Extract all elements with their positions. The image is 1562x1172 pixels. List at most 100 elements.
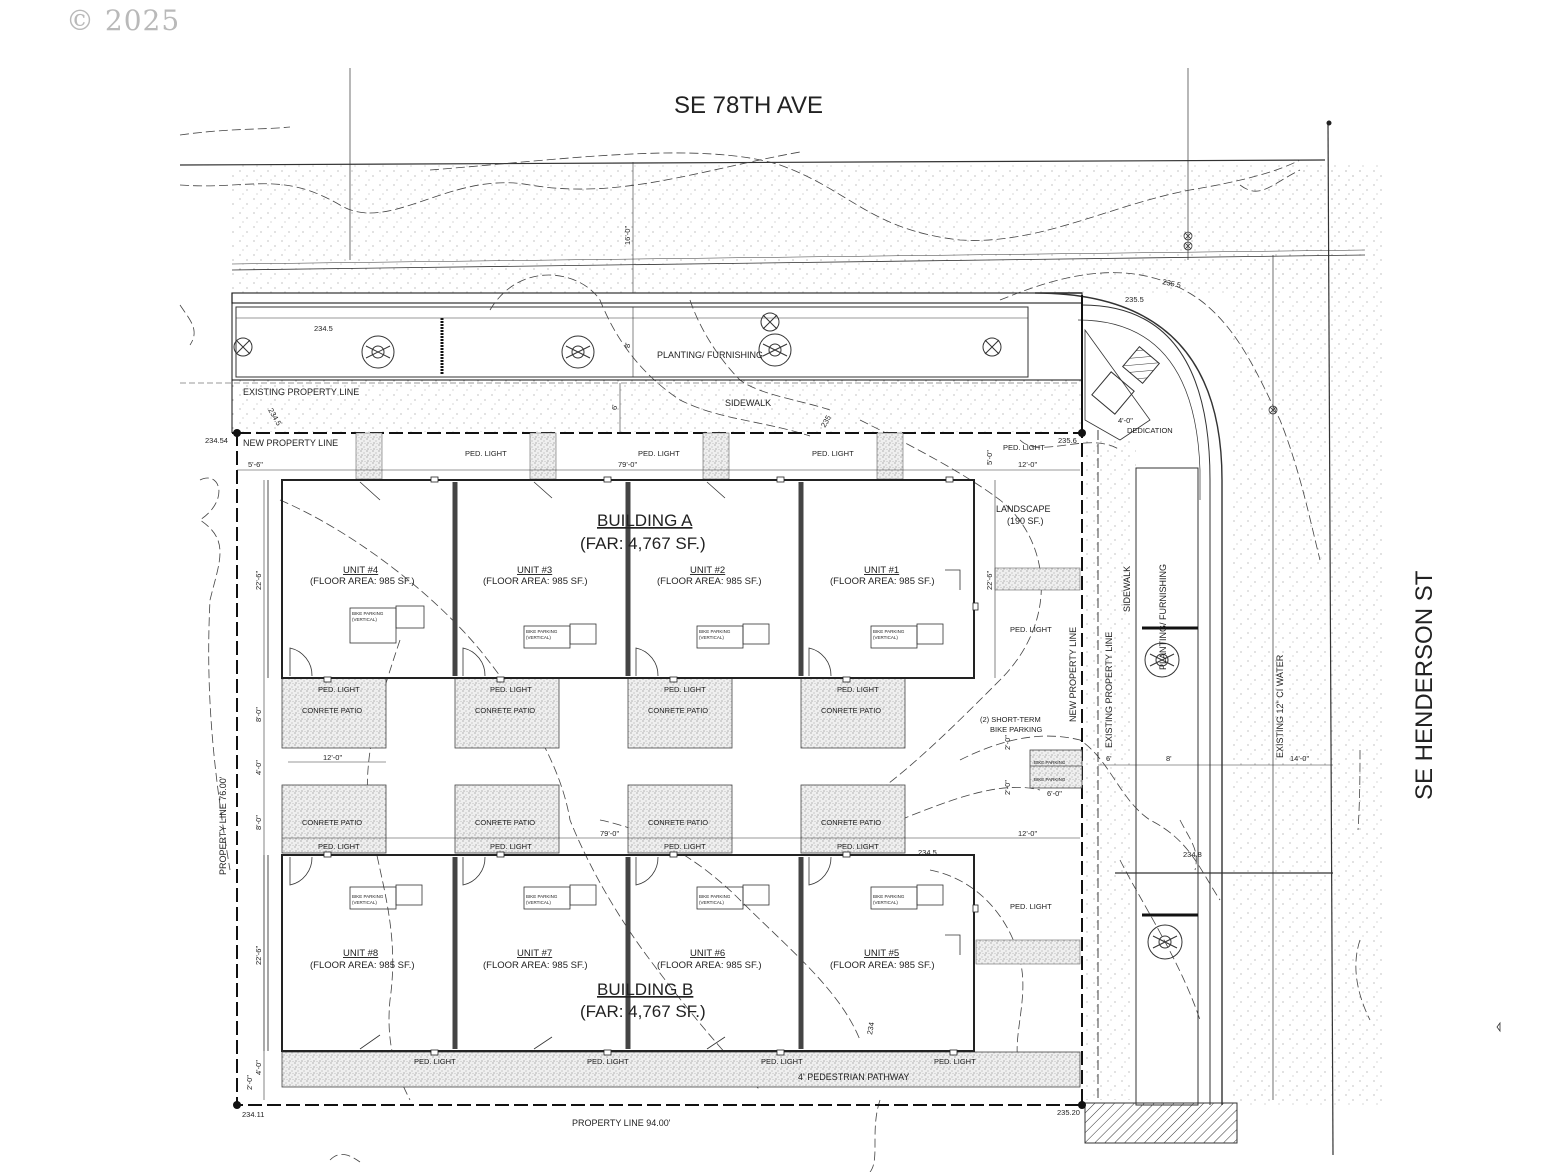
street-label-north: SE 78TH AVE	[674, 92, 823, 119]
svg-text:8': 8'	[623, 342, 632, 348]
svg-text:PED. LIGHT: PED. LIGHT	[318, 685, 360, 694]
svg-text:12'-0": 12'-0"	[1018, 829, 1037, 838]
short-term-bike-parking-area	[1029, 749, 1083, 789]
svg-text:2'-0": 2'-0"	[1003, 735, 1012, 750]
hatched-driveway-east	[1084, 1102, 1238, 1144]
svg-text:CONRETE PATIO: CONRETE PATIO	[648, 818, 708, 827]
svg-text:(VERTICAL): (VERTICAL)	[873, 635, 898, 640]
bike-parking-labels: BIKE PARKING(VERTICAL) BIKE PARKING(VERT…	[352, 611, 1066, 905]
row-stipple-north-sidewalk	[232, 380, 1082, 432]
row-stipple-north	[232, 165, 1362, 293]
svg-text:2'-0": 2'-0"	[1003, 780, 1012, 795]
new-property-line-north: NEW PROPERTY LINE	[243, 438, 338, 448]
building-a-far: (FAR: 4,767 SF.)	[580, 534, 706, 553]
svg-text:PED. LIGHT: PED. LIGHT	[812, 449, 854, 458]
svg-text:(VERTICAL): (VERTICAL)	[699, 635, 724, 640]
unit-name: UNIT #6	[690, 948, 725, 959]
unit-fixtures	[289, 481, 961, 1050]
ped-light-icons	[323, 476, 979, 1056]
svg-text:(VERTICAL): (VERTICAL)	[526, 900, 551, 905]
east-planting-strip	[1034, 292, 1223, 1106]
svg-text:234.8: 234.8	[1183, 850, 1202, 859]
svg-text:PED. LIGHT: PED. LIGHT	[490, 685, 532, 694]
svg-text:PED. LIGHT: PED. LIGHT	[664, 842, 706, 851]
svg-text:234.5: 234.5	[918, 848, 937, 857]
svg-text:234.11: 234.11	[242, 1110, 264, 1119]
svg-text:5'-6": 5'-6"	[248, 460, 263, 469]
svg-text:PED. LIGHT: PED. LIGHT	[761, 1057, 803, 1066]
svg-text:BIKE PARKING: BIKE PARKING	[526, 894, 558, 899]
unit-name: UNIT #2	[690, 565, 725, 576]
tree-icon	[561, 335, 595, 369]
street-label-east: SE HENDERSON ST	[1411, 570, 1438, 800]
unit-name: UNIT #1	[864, 565, 899, 576]
svg-text:PED. LIGHT: PED. LIGHT	[1010, 625, 1052, 634]
svg-text:22'-6": 22'-6"	[985, 571, 994, 590]
corner-feature	[1084, 328, 1161, 441]
tree-icon	[233, 337, 253, 357]
dedication-dim: 4'-0"	[1118, 416, 1133, 425]
svg-text:PED. LIGHT: PED. LIGHT	[1010, 902, 1052, 911]
unit-name: UNIT #3	[517, 565, 552, 576]
svg-text:4'-0": 4'-0"	[254, 760, 263, 775]
svg-text:234.5: 234.5	[314, 324, 333, 333]
svg-text:BIKE PARKING: BIKE PARKING	[526, 629, 558, 634]
unit-name: UNIT #8	[343, 948, 378, 959]
svg-text:12'-0": 12'-0"	[1018, 460, 1037, 469]
street-lines	[179, 68, 1366, 1156]
svg-text:CONRETE PATIO: CONRETE PATIO	[302, 706, 362, 715]
svg-text:(VERTICAL): (VERTICAL)	[352, 617, 377, 622]
unit-area: (FLOOR AREA: 985 SF.)	[830, 576, 935, 587]
short-term-bike-label-1: (2) SHORT-TERM	[980, 715, 1041, 724]
svg-text:(VERTICAL): (VERTICAL)	[699, 900, 724, 905]
dimension-labels: 16'-0" 8' 6' 5'-6" 79'-0" 12'-0" 5'-0" 2…	[245, 226, 1309, 1090]
planting-label-north: PLANTING/ FURNISHING	[657, 350, 763, 360]
existing-property-line-north: EXISTING PROPERTY LINE	[243, 387, 359, 397]
svg-text:22'-6": 22'-6"	[254, 946, 263, 965]
svg-text:(VERTICAL): (VERTICAL)	[352, 900, 377, 905]
property-line-west: PROPERTY LINE 76.00'	[218, 776, 228, 875]
svg-text:22'-6": 22'-6"	[254, 571, 263, 590]
tree-icon	[1144, 642, 1180, 678]
svg-text:14'-0": 14'-0"	[1290, 754, 1309, 763]
ped-light-labels: PED. LIGHT PED. LIGHT PED. LIGHT PED. LI…	[318, 443, 1052, 1066]
unit-labels: UNIT #4 (FLOOR AREA: 985 SF.) UNIT #3 (F…	[310, 565, 935, 971]
svg-text:PED. LIGHT: PED. LIGHT	[465, 449, 507, 458]
short-term-bike-label-2: BIKE PARKING	[990, 725, 1043, 734]
svg-text:BIKE PARKING: BIKE PARKING	[873, 894, 905, 899]
svg-text:235.5: 235.5	[1125, 295, 1144, 304]
tree-icon	[758, 333, 792, 367]
building-a-name: BUILDING A	[597, 511, 693, 530]
svg-text:16'-0": 16'-0"	[623, 226, 632, 245]
svg-text:8': 8'	[1166, 754, 1172, 763]
unit-area: (FLOOR AREA: 985 SF.)	[657, 960, 762, 971]
svg-text:PED. LIGHT: PED. LIGHT	[934, 1057, 976, 1066]
svg-text:PED. LIGHT: PED. LIGHT	[414, 1057, 456, 1066]
pedestrian-pathway-label: 4' PEDESTRIAN PATHWAY	[798, 1072, 909, 1082]
svg-text:2'-0": 2'-0"	[245, 1075, 254, 1090]
unit-area: (FLOOR AREA: 985 SF.)	[310, 576, 415, 587]
property-corners	[233, 429, 1086, 1109]
survey-point-ne	[1326, 120, 1332, 126]
svg-text:235.6: 235.6	[1058, 436, 1077, 445]
svg-text:BIKE PARKING: BIKE PARKING	[1034, 760, 1066, 765]
tree-icons	[233, 312, 1183, 960]
landscape-area: (190 SF.)	[1007, 516, 1044, 526]
row-stipple-east-sidewalk	[1084, 440, 1136, 1100]
tree-removed-icon	[760, 312, 780, 332]
svg-text:BIKE PARKING: BIKE PARKING	[873, 629, 905, 634]
svg-text:CONRETE PATIO: CONRETE PATIO	[648, 706, 708, 715]
unit-area: (FLOOR AREA: 985 SF.)	[657, 576, 762, 587]
svg-text:234.54: 234.54	[205, 436, 228, 445]
water-line-label: EXISTING 12" CI WATER	[1275, 654, 1285, 758]
svg-text:BIKE PARKING: BIKE PARKING	[352, 894, 384, 899]
unit-area: (FLOOR AREA: 985 SF.)	[310, 960, 415, 971]
svg-text:PED. LIGHT: PED. LIGHT	[638, 449, 680, 458]
svg-text:PED. LIGHT: PED. LIGHT	[837, 685, 879, 694]
svg-text:PED. LIGHT: PED. LIGHT	[587, 1057, 629, 1066]
svg-text:4'-0": 4'-0"	[254, 1060, 263, 1075]
svg-text:(VERTICAL): (VERTICAL)	[526, 635, 551, 640]
unit-area: (FLOOR AREA: 985 SF.)	[830, 960, 935, 971]
svg-text:CONRETE PATIO: CONRETE PATIO	[302, 818, 362, 827]
